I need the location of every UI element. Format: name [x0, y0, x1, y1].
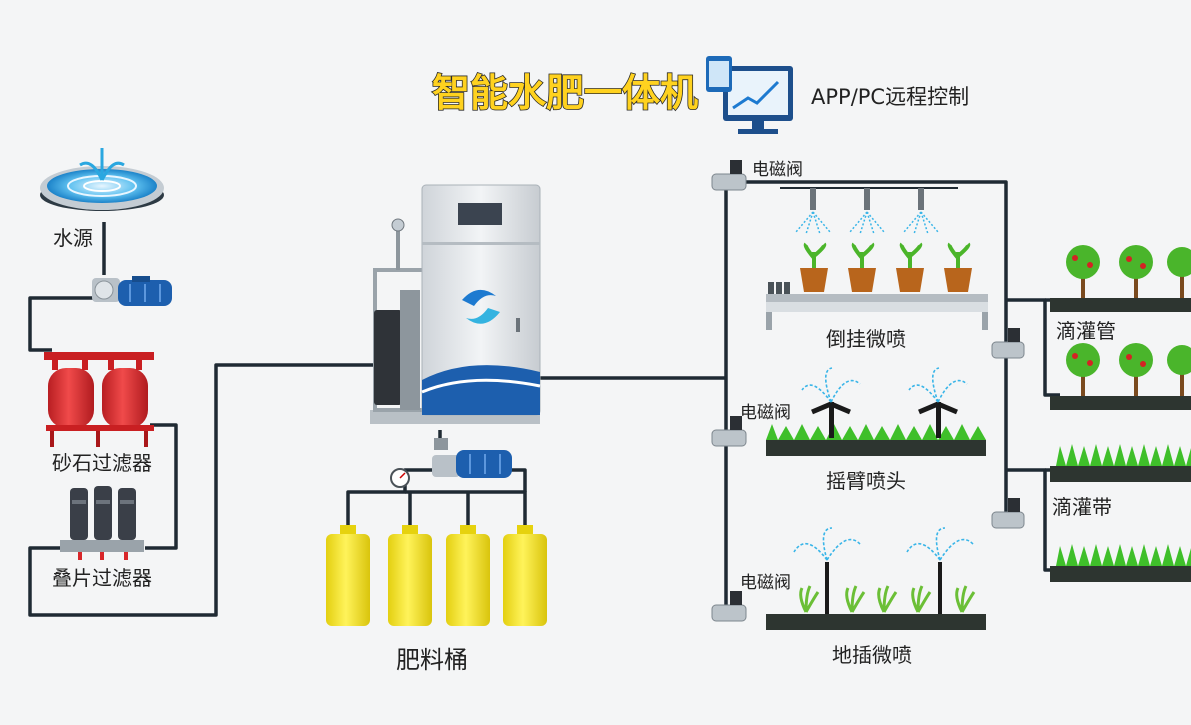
pipe-network [28, 180, 1060, 617]
remote-control-label: APP/PC远程控制 [811, 85, 969, 109]
rocker-sprinkler-icon [908, 367, 968, 438]
solenoid-valve-icon [991, 498, 1025, 529]
ground-mist-bed [766, 614, 986, 630]
page-title: 智能水肥一体机 [432, 71, 698, 115]
solenoid-valve-icon [711, 160, 747, 191]
solenoid-valve-label: 电磁阀 [740, 573, 791, 593]
solenoid-valve-icon [711, 591, 747, 622]
brand-logo-icon [462, 289, 500, 324]
rocker-sprinkler-icon [801, 367, 861, 438]
mist-nozzle-icon [903, 188, 939, 235]
seedling-row [799, 585, 976, 613]
fertilizer-tanks [326, 525, 547, 626]
tree-icon [1119, 343, 1153, 396]
rocker-zone-bed [766, 424, 986, 456]
potted-plant-icon [896, 242, 924, 292]
tree-icon [1119, 245, 1153, 298]
potted-plant-icon [800, 242, 828, 292]
water-source-pool-icon [40, 148, 164, 211]
solenoid-valve-icon [711, 416, 747, 447]
potted-plants [800, 242, 972, 292]
drip-tape-beds [1050, 444, 1191, 582]
tree-icon [1066, 245, 1100, 298]
drip-tape-label: 滴灌带 [1052, 495, 1112, 519]
sand-filter-icon [44, 352, 154, 447]
disc-filter-label: 叠片过滤器 [52, 566, 152, 590]
zone-label-ground-mist: 地插微喷 [832, 643, 912, 667]
fertigation-machine-icon [370, 184, 541, 424]
fertilizer-tank-icon [503, 525, 547, 626]
plant-shelf-icon [766, 282, 988, 330]
ground-mist-sprinkler-icon [906, 527, 974, 614]
fertilizer-tank-icon [326, 525, 370, 626]
hanging-mist-nozzles [795, 188, 939, 235]
water-pump-icon [92, 276, 172, 306]
pressure-gauge-icon [390, 468, 410, 488]
ground-mist-sprinkler-icon [793, 527, 861, 614]
sand-filter-label: 砂石过滤器 [52, 451, 152, 475]
fertilizer-tank-icon [446, 525, 490, 626]
potted-plant-icon [944, 242, 972, 292]
tree-icon [1066, 343, 1100, 396]
drip-pipe-beds [1050, 245, 1191, 410]
water-source-label: 水源 [53, 226, 93, 250]
tree-icon [1167, 345, 1191, 396]
mist-nozzle-icon [849, 188, 885, 235]
disc-filter-icon [60, 486, 144, 560]
mist-nozzle-icon [795, 188, 831, 235]
potted-plant-icon [848, 242, 876, 292]
zone-label-rocker-sprinkler: 摇臂喷头 [826, 469, 906, 493]
fertilizer-pump-icon [432, 438, 512, 478]
fertilizer-tank-label: 肥料桶 [396, 646, 468, 674]
computer-monitor-icon [706, 56, 793, 134]
solenoid-valve-icon [991, 328, 1025, 359]
fertilizer-tank-icon [388, 525, 432, 626]
drip-pipe-label: 滴灌管 [1056, 319, 1116, 343]
solenoid-valve-label: 电磁阀 [752, 160, 803, 180]
tree-icon [1167, 247, 1191, 298]
solenoid-valve-label: 电磁阀 [740, 403, 791, 423]
zone-label-hanging-mist: 倒挂微喷 [826, 327, 906, 351]
